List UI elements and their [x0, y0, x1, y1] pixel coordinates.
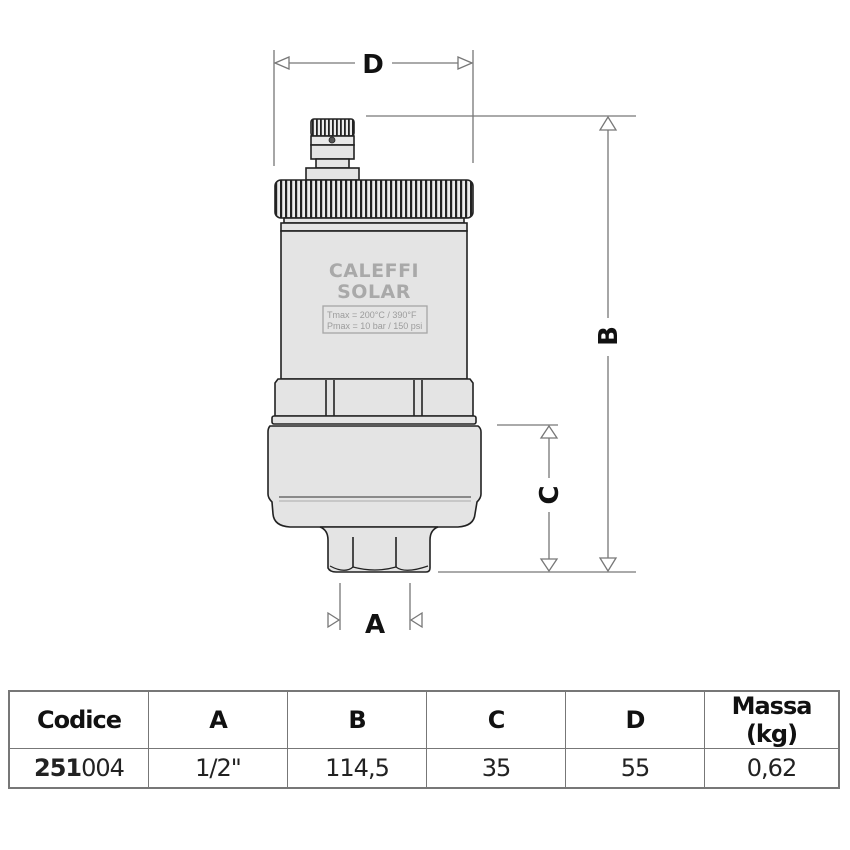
header-c: C: [426, 690, 566, 749]
dimension-label-a: A: [365, 610, 385, 640]
spec-plate: [322, 305, 428, 334]
cell-a: 1/2": [148, 748, 288, 789]
code-suffix: 004: [81, 754, 125, 782]
header-codice: Codice: [8, 690, 149, 749]
dimension-d: [273, 50, 474, 166]
dimension-label-b: B: [594, 326, 624, 346]
spec-pressure: Pmax = 10 bar / 150 psi: [327, 321, 422, 331]
spec-temperature: Tmax = 200°C / 390°F: [327, 310, 417, 320]
cell-codice: 251004: [8, 748, 149, 789]
dimension-b: [366, 115, 636, 573]
table-header-row: Codice A B C D Massa (kg): [8, 690, 840, 749]
header-massa: Massa (kg): [704, 690, 840, 749]
valve-dimension-drawing: D B C A: [267, 50, 636, 640]
table-row: 251004 1/2" 114,5 35 55 0,62: [8, 748, 840, 789]
header-b: B: [287, 690, 427, 749]
dimension-label-c: C: [535, 485, 565, 504]
cell-c: 35: [426, 748, 566, 789]
specification-table: Codice A B C D Massa (kg) 251004 1/2" 11…: [8, 690, 840, 789]
header-a: A: [148, 690, 288, 749]
brand-logo-line1: CALEFFI: [329, 260, 419, 282]
brand-logo-line2: SOLAR: [337, 281, 411, 303]
air-vent-valve: [267, 118, 482, 573]
cell-d: 55: [565, 748, 705, 789]
cell-b: 114,5: [287, 748, 427, 789]
header-d: D: [565, 690, 705, 749]
dimension-label-d: D: [362, 50, 384, 80]
code-prefix: 251: [34, 754, 82, 782]
cell-massa: 0,62: [704, 748, 840, 789]
dimension-c: [497, 424, 559, 573]
dimension-a: [327, 583, 423, 630]
